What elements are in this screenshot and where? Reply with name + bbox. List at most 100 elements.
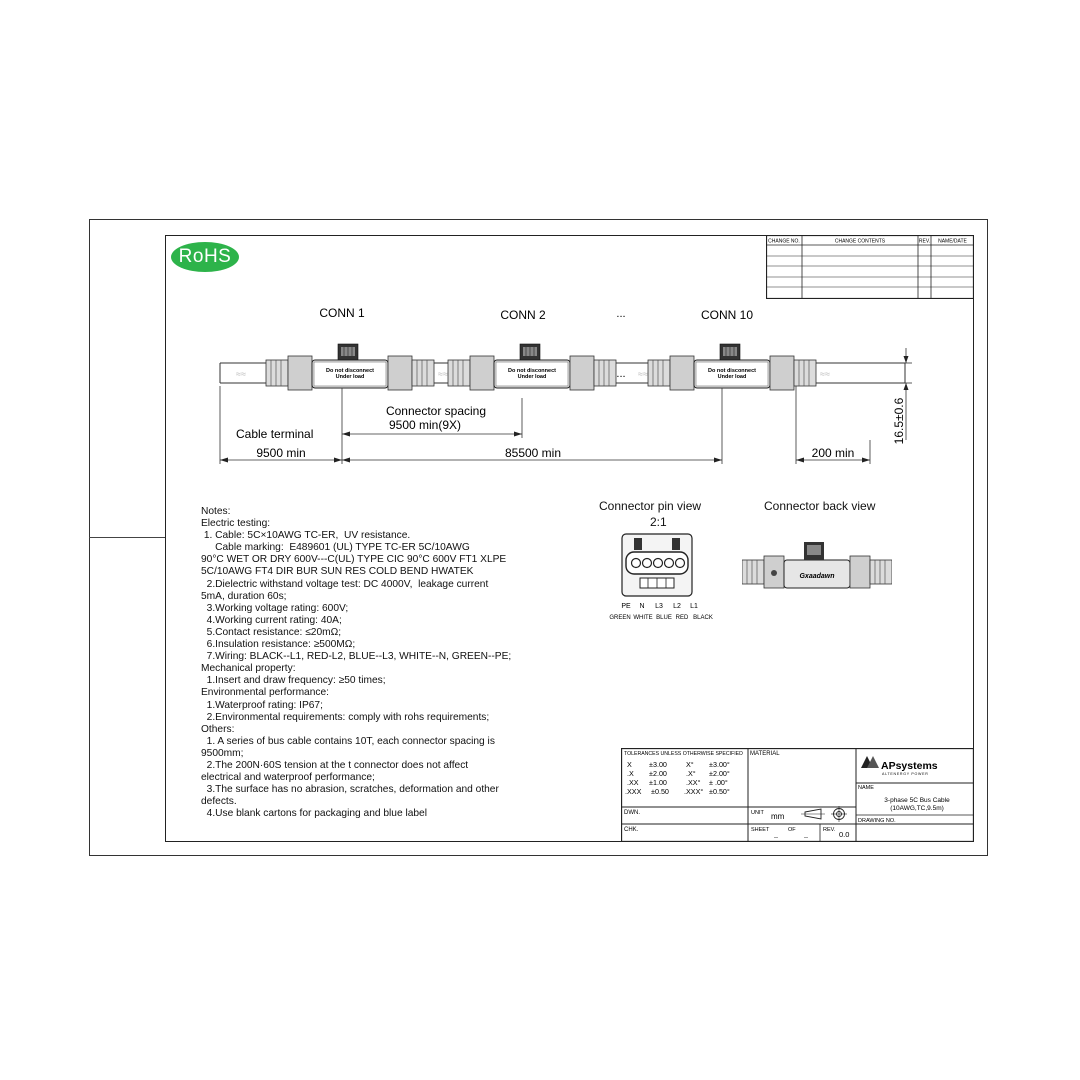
back-view-drawing: Gxaadawn [742,542,892,589]
height-dimension: 16.5±0.6 [892,397,906,444]
tol-0-c: X° [686,760,694,769]
rev-header-name-date: NAME/DATE [938,239,967,245]
connector-spacing-value: 9500 min(9X) [389,418,461,432]
notes-line: 90°C WET OR DRY 600V---C(UL) TYPE CIC 90… [201,554,507,566]
drawing-border [165,235,974,842]
rev-header-contents: CHANGE CONTENTS [835,239,886,245]
notes-line: Environmental performance: [201,687,329,699]
pin-color-white: WHITE [633,615,652,621]
tolerances-header: TOLERANCES UNLESS OTHERWISE SPECIFIED [624,751,743,757]
rev-value: 0.0 [839,830,849,839]
tol-3-c: .XXX° [684,787,703,796]
pin-view-scale: 2:1 [650,515,667,529]
notes-line: 5mA, duration 60s; [201,590,287,602]
connector-1-label-line2: Under load [336,374,365,380]
notes-block: Notes:Electric testing: 1. Cable: 5C×10A… [201,506,621,820]
notes-line: Electric testing: [201,518,271,530]
connector-10: Do not disconnect Under load [647,343,817,391]
notes-line: 2.Dielectric withstand voltage test: DC … [201,578,489,590]
notes-line: 1.Insert and draw frequency: ≥50 times; [201,675,386,687]
terminal-length: 9500 min [256,446,305,460]
notes-line: 4.Working current rating: 40A; [201,614,342,626]
notes-line: 3.The surface has no abrasion, scratches… [201,784,499,796]
pin-view-drawing: PE N L3 L2 L1 GREEN WHITE BLUE RED BLACK [609,533,713,621]
tol-3-d: ±0.50° [709,787,730,796]
rev-header-rev: REV. [919,239,930,245]
back-view-title: Connector back view [764,499,876,513]
connector-1: Do not disconnect Under load [265,343,435,391]
pin-color-blue: BLUE [656,615,672,621]
notes-line: Notes: [201,506,231,517]
name-label: NAME [858,785,874,791]
connector-spacing-title: Connector spacing [386,404,486,418]
rev-header-change-no: CHANGE NO. [768,239,800,245]
rev-label: REV. [823,827,836,833]
notes-line: 5C/10AWG FT4 DIR BUR SUN RES COLD BEND H… [201,566,474,578]
tol-1-b: ±2.00 [649,769,667,778]
connector-2: Do not disconnect Under load [447,343,617,391]
pin-label-l3: L3 [655,603,663,610]
of-value: -- [804,835,808,841]
chk-label: CHK. [624,827,639,833]
tol-3-b: ±0.50 [651,787,669,796]
sheet-label: SHEET [751,827,770,833]
notes-line: 9500mm; [201,747,244,759]
notes-line: 2.The 200N·60S tension at the t connecto… [201,759,469,771]
connector-1-label-line1: Do not disconnect [326,368,374,374]
tol-3-a: .XXX [625,787,642,796]
tol-0-d: ±3.00° [709,760,730,769]
projection-symbol-icon [801,806,847,822]
notes-line: 1. Cable: 5C×10AWG TC-ER, UV resistance. [201,530,411,542]
sheet-value: -- [774,835,778,841]
pin-color-black: BLACK [693,615,713,621]
unit-label: UNIT [751,810,764,816]
company-sub: ALTENERGY POWER [882,772,929,776]
notes-line: Others: [201,723,235,735]
connector-2-label-line2: Under load [518,374,547,380]
rohs-badge: RoHS [171,242,239,272]
tol-0-a: X [627,760,632,769]
svg-text:≈≈: ≈≈ [820,369,830,379]
notes-line: defects. [201,796,237,808]
company-name: APsystems [881,760,938,772]
drawing-no-label: DRAWING NO. [858,818,896,824]
revision-table: CHANGE NO. CHANGE CONTENTS REV. NAME/DAT… [766,235,974,299]
cable-terminal-label: Cable terminal [236,427,313,441]
tol-2-d: ± .00° [709,778,728,787]
connector-2-label-line1: Do not disconnect [508,368,556,374]
notes-line: 1. A series of bus cable contains 10T, e… [201,735,495,747]
material-label: MATERIAL [750,751,780,757]
conn2-title: CONN 2 [500,308,546,322]
pin-color-red: RED [676,615,689,621]
pin-label-pe: PE [621,603,631,610]
conn10-title: CONN 10 [701,308,753,322]
back-view-brand: Gxaadawn [799,573,834,580]
notes-line: 1.Waterproof rating: IP67; [201,699,323,711]
notes-line: 6.Insulation resistance: ≥500MΩ; [201,639,356,651]
conn1-title: CONN 1 [319,306,365,320]
part-name-line1: 3-phase 5C Bus Cable [884,797,950,804]
tol-0-b: ±3.00 [649,760,667,769]
notes-line: Mechanical property: [201,663,296,675]
tol-1-c: .X° [686,769,696,778]
cable-assembly-drawing: ≈≈ ≈≈ ≈≈ ≈≈ Do not disconnect Under load… [219,306,912,464]
svg-text:≈≈: ≈≈ [438,369,448,379]
ellipsis-mid: ... [616,368,625,380]
svg-text:≈≈: ≈≈ [638,369,648,379]
tol-2-a: .XX [627,778,639,787]
notes-line: 3.Working voltage rating: 600V; [201,602,349,614]
frame-side-mark [89,537,165,538]
notes-line: 7.Wiring: BLACK--L1, RED-L2, BLUE--L3, W… [201,651,512,663]
notes-line: 5.Contact resistance: ≤20mΩ; [201,626,342,638]
connector-10-label-line2: Under load [718,374,747,380]
of-label: OF [788,827,796,833]
dwn-label: DWN. [624,810,640,816]
end-length: 200 min [812,446,855,460]
tol-2-c: .XX° [686,778,701,787]
pin-color-green: GREEN [609,615,630,621]
notes-line: Cable marking: E489601 (UL) TYPE TC-ER 5… [201,542,470,554]
pin-view-title: Connector pin view [599,499,702,513]
tol-2-b: ±1.00 [649,778,667,787]
pin-label-n: N [639,603,644,610]
apsystems-logo: APsystems ALTENERGY POWER [861,756,938,776]
